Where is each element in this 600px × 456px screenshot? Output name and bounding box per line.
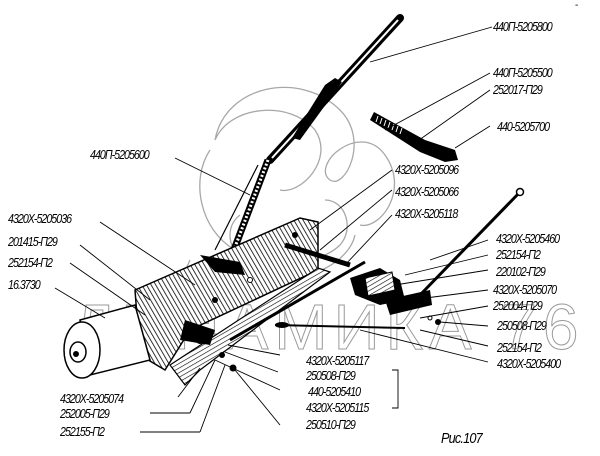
figure-caption: Рис.107 — [441, 430, 483, 447]
part-label: 4320Х-5205115 — [306, 400, 369, 415]
part-label: 4320Х-5205118 — [395, 206, 458, 221]
lever-handle — [214, 14, 404, 257]
part-label: 250508-П29 — [497, 318, 547, 333]
part-label: 440П-5205500 — [493, 65, 553, 80]
part-label: 250510-П29 — [306, 417, 356, 432]
part-label: 252004-П29 — [493, 298, 543, 313]
warning-switch — [63, 304, 151, 379]
part-label: 4320Х-5205036 — [8, 211, 72, 226]
part-label: 4320Х-5205096 — [395, 162, 459, 177]
part-label: 220102-П29 — [496, 264, 546, 279]
part-label: 440П-5205600 — [90, 147, 150, 162]
part-label: 4320Х-5205117 — [306, 353, 369, 368]
part-label: 252154-П2 — [496, 247, 541, 262]
part-label: 201415-П29 — [8, 234, 58, 249]
part-label: 252154-П2 — [497, 340, 542, 355]
part-label: 252154-П2 — [8, 255, 53, 270]
part-label: 16.3730 — [8, 277, 41, 292]
part-label: 440-5205700 — [497, 119, 550, 134]
part-label: 440П-5205800 — [493, 19, 553, 34]
main-bracket — [134, 217, 332, 386]
part-label: 4320Х-5205066 — [395, 184, 459, 199]
part-label: 4320Х-5205074 — [60, 391, 124, 406]
ratchet-rod — [370, 112, 458, 162]
part-label: 250508-П29 — [306, 368, 356, 383]
part-label: 440-5205410 — [308, 384, 361, 399]
part-label: 252017-П29 — [493, 82, 543, 97]
part-label: 252005-П29 — [60, 406, 110, 421]
part-label: 252155-П2 — [60, 424, 105, 439]
part-label: 4320Х-5205400 — [497, 356, 561, 371]
leader-lines — [54, 26, 493, 433]
pawl-linkage — [219, 187, 525, 372]
part-label: 4320Х-5205070 — [493, 282, 557, 297]
corner-mark: - — [575, 0, 579, 11]
part-label: 4320Х-5205460 — [496, 231, 560, 246]
